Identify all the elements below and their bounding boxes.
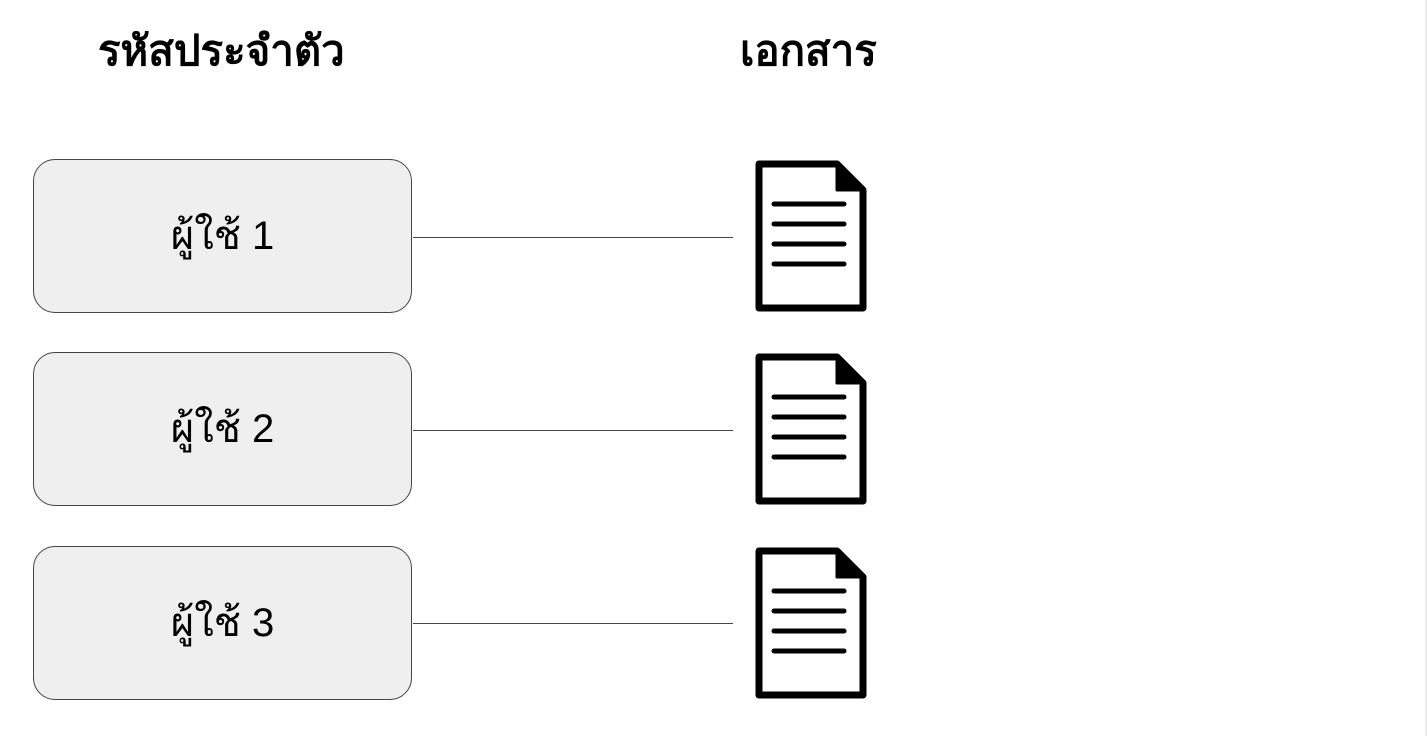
user-label: ผู้ใช้ 2 [170, 407, 275, 451]
user-label: ผู้ใช้ 1 [170, 214, 275, 258]
document-icon [755, 547, 867, 699]
documents-column-heading: เอกสาร [740, 27, 877, 74]
document-icon [755, 353, 867, 505]
connector-line [413, 237, 733, 238]
user-box-2: ผู้ใช้ 2 [33, 352, 412, 506]
page-edge-divider [1425, 0, 1427, 736]
connector-line [413, 430, 733, 431]
connector-line [413, 623, 733, 624]
user-box-3: ผู้ใช้ 3 [33, 546, 412, 700]
identity-column-heading: รหัสประจำตัว [98, 27, 345, 74]
document-icon [755, 160, 867, 312]
user-box-1: ผู้ใช้ 1 [33, 159, 412, 313]
user-label: ผู้ใช้ 3 [170, 601, 275, 645]
